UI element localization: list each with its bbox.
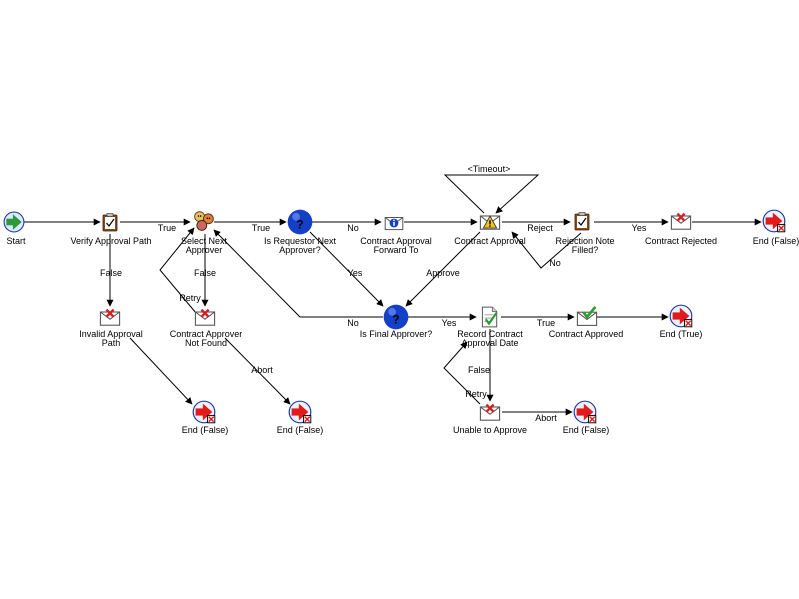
node-label: Verify Approval Path	[70, 236, 151, 246]
node-end-false[interactable]: End (False)	[563, 400, 610, 435]
node-contract-rejected[interactable]: Contract Rejected	[645, 212, 717, 246]
edge-label-retry: Retry	[465, 389, 487, 399]
clipboard-check-icon	[102, 212, 118, 232]
edge-label-timeout: <Timeout>	[468, 164, 511, 174]
edge-label-reject: Reject	[527, 223, 553, 233]
node-end-false[interactable]: End (False)	[182, 400, 229, 435]
node-is-final-approver[interactable]: Is Final Approver?	[360, 304, 433, 339]
node-contract-approver-not-found[interactable]: Contract Approver Not Found	[170, 308, 243, 348]
node-label: Is Final Approver?	[360, 329, 433, 339]
info-envelope-icon	[384, 216, 404, 231]
question-icon	[383, 304, 409, 330]
edge-label-yes: Yes	[442, 318, 457, 328]
edge-label-yes: Yes	[348, 268, 363, 278]
node-label: Unable to Approve	[453, 425, 527, 435]
node-contract-approval-forward-to[interactable]: Contract Approval Forward To	[360, 216, 432, 256]
end-arrow-icon	[192, 400, 216, 424]
reject-envelope-icon	[99, 308, 121, 327]
node-label: End (False)	[753, 236, 799, 246]
end-arrow-icon	[288, 400, 312, 424]
edge-notfound-end	[224, 337, 291, 405]
node-label: Is Requestor Next	[264, 236, 337, 246]
node-label: Record Contract	[457, 329, 523, 339]
node-end-true[interactable]: End (True)	[660, 304, 703, 339]
node-label: Invalid Approval	[79, 329, 143, 339]
reject-envelope-icon	[670, 212, 692, 231]
reject-envelope-icon	[479, 403, 501, 422]
node-label: Approver?	[279, 245, 321, 255]
edge-label-true: True	[158, 223, 176, 233]
node-label: End (False)	[277, 425, 324, 435]
edge-approval-final	[405, 231, 481, 307]
node-label: Contract Rejected	[645, 236, 717, 246]
node-contract-approval[interactable]: Contract Approval	[454, 215, 526, 246]
edge-rejection-no	[511, 231, 582, 269]
edge-label-true: True	[252, 223, 270, 233]
edge-label-approve: Approve	[426, 268, 460, 278]
end-arrow-icon	[762, 209, 786, 233]
node-label: Forward To	[374, 245, 419, 255]
node-rejection-note-filled[interactable]: Rejection Note Filled?	[555, 211, 615, 256]
node-is-requestor-next-approver[interactable]: Is Requestor Next Approver?	[264, 209, 337, 255]
node-label: End (True)	[660, 329, 703, 339]
edge-label-no: No	[549, 258, 561, 268]
node-record-contract-approval-date[interactable]: Record Contract Approval Date	[457, 305, 523, 348]
edge-unable-retry	[443, 341, 481, 405]
edge-labels: True True No <Timeout> Reject Yes No Fal…	[100, 164, 647, 423]
node-label: Contract Approval	[360, 236, 432, 246]
edge-final-select	[213, 229, 383, 318]
nodes: Start Verify Approval Path Select Next A…	[3, 209, 799, 435]
end-arrow-icon	[669, 304, 693, 328]
edge-label-false: False	[100, 268, 122, 278]
approve-envelope-icon	[576, 305, 598, 327]
edge-label-abort: Abort	[251, 365, 273, 375]
edge-label-retry: Retry	[179, 293, 201, 303]
node-invalid-approval-path[interactable]: Invalid Approval Path	[79, 308, 143, 348]
edge-label-abort: Abort	[535, 413, 557, 423]
node-end-false[interactable]: End (False)	[277, 400, 324, 435]
node-end-false[interactable]: End (False)	[753, 209, 799, 246]
node-label: Not Found	[185, 338, 227, 348]
node-label: Contract Approved	[549, 329, 624, 339]
edge-label-no: No	[347, 223, 359, 233]
node-label: End (False)	[182, 425, 229, 435]
end-arrow-icon	[573, 400, 597, 424]
node-label: Select Next	[181, 236, 228, 246]
people-group-icon	[194, 211, 214, 231]
edge-requestor-final	[309, 231, 384, 307]
node-label: Rejection Note	[555, 236, 614, 246]
node-label: Filled?	[572, 245, 599, 255]
warning-envelope-icon	[479, 215, 501, 230]
clipboard-check-icon	[574, 211, 590, 231]
node-start[interactable]: Start	[3, 211, 26, 246]
question-icon	[287, 209, 313, 235]
edge-label-false: False	[194, 268, 216, 278]
edge-label-false: False	[468, 365, 490, 375]
node-label: Start	[6, 236, 26, 246]
edge-label-no: No	[347, 318, 359, 328]
node-label: Contract Approver	[170, 329, 243, 339]
document-check-icon	[481, 305, 499, 329]
node-contract-approved[interactable]: Contract Approved	[549, 305, 624, 339]
edges	[24, 174, 762, 416]
start-arrow-icon	[3, 211, 25, 233]
node-label: Contract Approval	[454, 236, 526, 246]
node-select-next-approver[interactable]: Select Next Approver	[181, 211, 228, 255]
node-label: End (False)	[563, 425, 610, 435]
edge-timeout-loop	[443, 174, 540, 214]
edge-label-yes: Yes	[632, 223, 647, 233]
node-label: Approver	[186, 245, 223, 255]
node-label: Approval Date	[461, 338, 518, 348]
node-unable-to-approve[interactable]: Unable to Approve	[453, 403, 527, 435]
edge-invalid-end	[129, 337, 193, 405]
node-verify-approval-path[interactable]: Verify Approval Path	[70, 212, 152, 247]
edge-label-true: True	[537, 318, 555, 328]
edge-notfound-retry	[159, 227, 197, 314]
reject-envelope-icon	[194, 308, 216, 327]
node-label: Path	[102, 338, 121, 348]
